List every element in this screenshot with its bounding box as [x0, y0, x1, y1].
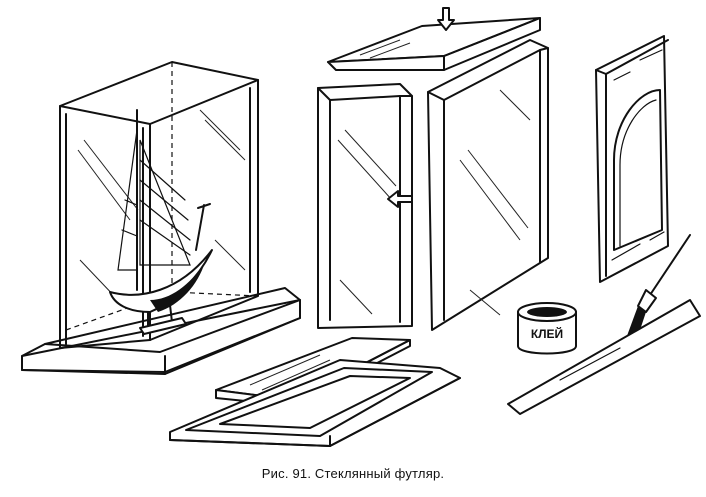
- ship-model: [109, 109, 213, 335]
- back-glass-panel: [427, 39, 549, 331]
- glue-jar: КЛЕЙ: [517, 302, 577, 355]
- side-glass-panel: [317, 83, 413, 329]
- figure-caption: Рис. 91. Стеклянный футляр.: [261, 466, 445, 481]
- left-arrow-icon: [387, 190, 413, 208]
- working-board: [507, 299, 701, 415]
- assembled-glass-case: [21, 61, 301, 375]
- top-lid-panel: [327, 7, 541, 71]
- wooden-back-panel: [595, 35, 669, 283]
- empty-base: [169, 359, 461, 447]
- down-arrow-icon: [437, 7, 455, 31]
- jar-label: КЛЕЙ: [531, 326, 563, 341]
